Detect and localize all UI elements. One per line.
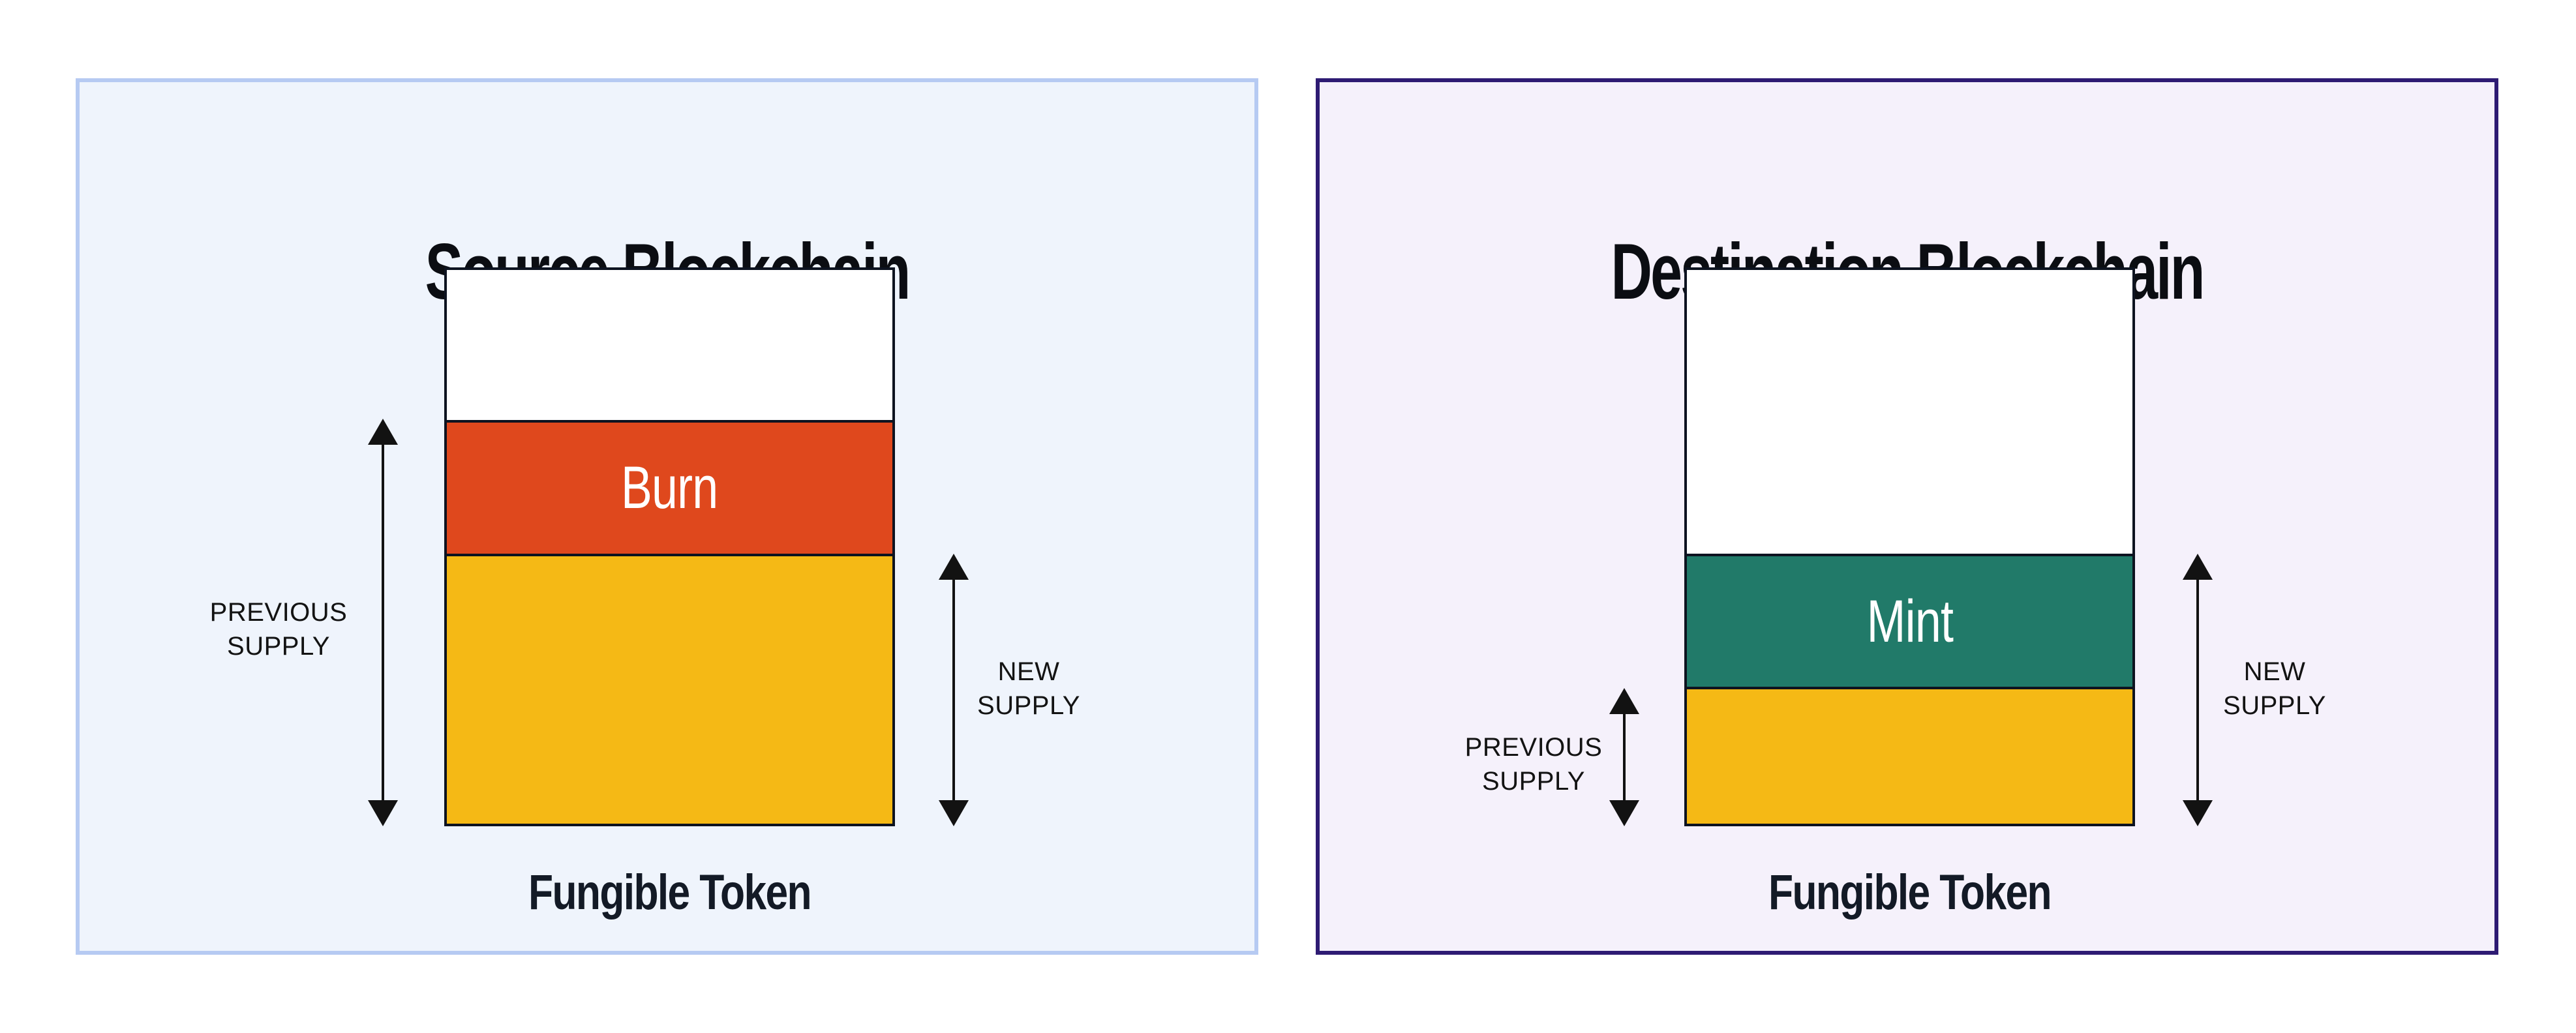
destination-previous-supply-label-line1: PREVIOUS: [1464, 733, 1603, 762]
source-segment-remaining-supply: [447, 553, 892, 824]
arrow-down-icon: [368, 800, 398, 826]
arrow-down-icon: [1609, 800, 1639, 826]
arrow-down-icon: [939, 800, 969, 826]
destination-new-supply-arrow: [2183, 554, 2213, 826]
destination-new-supply-label: NEW SUPPLY: [2223, 655, 2326, 723]
arrow-shaft: [2196, 576, 2199, 804]
source-new-supply-label-line1: NEW: [997, 657, 1060, 686]
destination-new-supply-label-line1: NEW: [2243, 657, 2306, 686]
source-supply-bar: Burn: [444, 267, 895, 826]
source-previous-supply-label-line2: SUPPLY: [227, 632, 330, 661]
arrow-up-icon: [1609, 688, 1639, 714]
source-segment-burn: Burn: [447, 420, 892, 554]
destination-new-supply-label-line2: SUPPLY: [2223, 691, 2326, 720]
arrow-up-icon: [2183, 554, 2213, 580]
source-new-supply-label-line2: SUPPLY: [977, 691, 1080, 720]
source-new-supply-label: NEW SUPPLY: [977, 655, 1080, 723]
destination-previous-supply-label: PREVIOUS SUPPLY: [1465, 730, 1603, 798]
arrow-down-icon: [2183, 800, 2213, 826]
source-previous-supply-label: PREVIOUS SUPPLY: [210, 595, 348, 663]
destination-segment-mint: Mint: [1687, 553, 2132, 687]
destination-segment-previous-supply: [1687, 687, 2132, 824]
burn-label: Burn: [621, 455, 718, 522]
arrow-up-icon: [939, 554, 969, 580]
destination-previous-supply-arrow: [1609, 688, 1639, 826]
source-new-supply-arrow: [939, 554, 969, 826]
destination-blockchain-panel: Destination Blockchain Mint PREVIOUS SUP…: [1316, 78, 2498, 955]
source-previous-supply-arrow: [368, 419, 398, 826]
destination-segment-headroom: [1687, 270, 2132, 554]
destination-previous-supply-label-line2: SUPPLY: [1482, 767, 1585, 796]
source-token-label: Fungible Token: [528, 865, 812, 920]
source-blockchain-panel: Source Blockchain Burn PREVIOUS SUPPLY: [76, 78, 1258, 955]
arrow-shaft: [1623, 710, 1626, 804]
mint-label: Mint: [1866, 588, 1953, 655]
arrow-up-icon: [368, 419, 398, 445]
arrow-shaft: [952, 576, 955, 804]
arrow-shaft: [382, 441, 384, 804]
source-segment-headroom: [447, 270, 892, 421]
source-previous-supply-label-line1: PREVIOUS: [209, 598, 348, 627]
destination-supply-bar: Mint: [1684, 267, 2135, 826]
destination-token-label: Fungible Token: [1768, 865, 2052, 920]
